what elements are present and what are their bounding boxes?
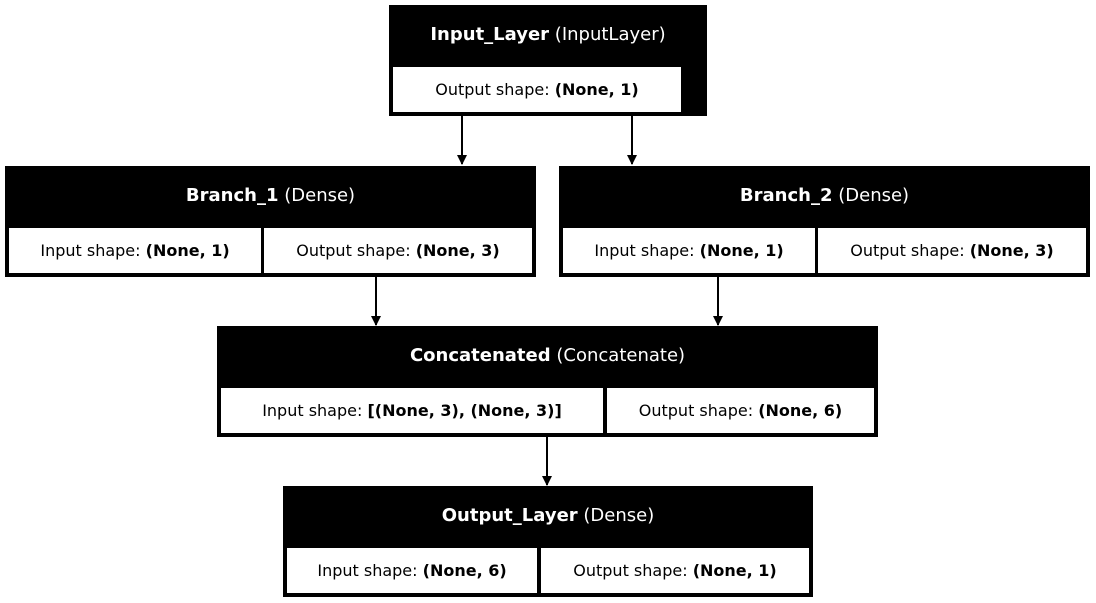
layer-name: Output_Layer [441,504,578,526]
node-output-layer[interactable]: Output_Layer (Dense) Input shape: (None,… [283,486,813,597]
output-shape-cell: Output shape: (None, 3) [264,228,532,273]
output-shape-value: (None, 1) [692,561,777,580]
output-shape-label: Output shape: [573,561,688,580]
output-shape-label: Output shape: [850,241,965,260]
layer-name: Branch_1 [185,184,279,206]
layer-type: (InputLayer) [554,23,666,45]
layer-type: (Dense) [838,184,910,206]
input-shape-label: Input shape: [594,241,695,260]
layer-name: Input_Layer [430,23,550,45]
input-shape-label: Input shape: [40,241,141,260]
layer-name: Concatenated [409,344,551,366]
node-branch-2-header: Branch_2 (Dense) [559,166,1090,224]
node-branch-1[interactable]: Branch_1 (Dense) Input shape: (None, 1) … [5,166,536,277]
node-concatenated[interactable]: Concatenated (Concatenate) Input shape: … [217,326,878,437]
node-output-layer-header: Output_Layer (Dense) [283,486,813,544]
input-shape-label: Input shape: [262,401,363,420]
output-shape-value: (None, 3) [969,241,1054,260]
layer-type: (Concatenate) [556,344,686,366]
layer-name: Branch_2 [739,184,833,206]
input-shape-value: [(None, 3), (None, 3)] [367,401,562,420]
output-shape-value: (None, 1) [554,80,639,99]
output-shape-value: (None, 6) [758,401,843,420]
input-shape-value: (None, 1) [699,241,784,260]
input-shape-value: (None, 1) [145,241,230,260]
output-shape-label: Output shape: [638,401,754,420]
layer-type: (Dense) [583,504,655,526]
output-shape-cell: Output shape: (None, 1) [393,67,681,112]
node-input-layer[interactable]: Input_Layer (InputLayer) Output shape: (… [389,5,707,116]
output-shape-label: Output shape: [435,80,550,99]
input-shape-cell: Input shape: (None, 6) [287,548,537,593]
output-shape-label: Output shape: [296,241,411,260]
input-shape-label: Input shape: [317,561,418,580]
input-shape-cell: Input shape: [(None, 3), (None, 3)] [221,388,603,433]
input-shape-value: (None, 6) [422,561,507,580]
node-input-layer-header: Input_Layer (InputLayer) [389,5,707,63]
output-shape-value: (None, 3) [415,241,500,260]
output-shape-cell: Output shape: (None, 3) [818,228,1086,273]
input-shape-cell: Input shape: (None, 1) [563,228,815,273]
node-branch-1-header: Branch_1 (Dense) [5,166,536,224]
output-shape-cell: Output shape: (None, 6) [607,388,874,433]
input-shape-cell: Input shape: (None, 1) [9,228,261,273]
layer-type: (Dense) [284,184,356,206]
node-concatenated-header: Concatenated (Concatenate) [217,326,878,384]
output-shape-cell: Output shape: (None, 1) [541,548,809,593]
node-branch-2[interactable]: Branch_2 (Dense) Input shape: (None, 1) … [559,166,1090,277]
